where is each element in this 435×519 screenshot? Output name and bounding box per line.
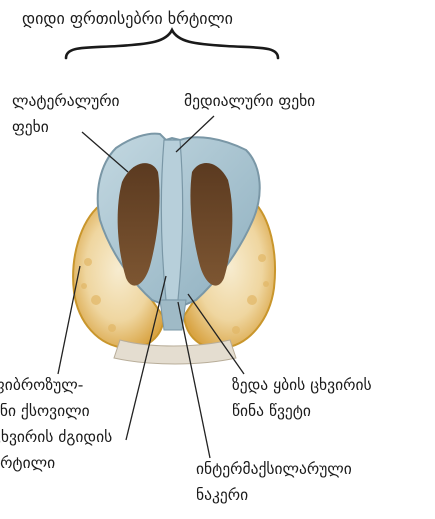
title-brace [66,30,278,58]
label-fibro-line3: ცხვირის ძგიდის [0,424,112,450]
label-lateral-crus: ლატერალური ფეხი [12,88,120,140]
label-fibro-line4: ხრტილი [0,450,112,476]
label-fibro-line2: ანი ქსოვილი [0,398,112,424]
label-inter-line1: ინტერმაქსილარული [196,456,352,482]
label-medial-crus: მედიალური ფეხი [184,88,315,114]
label-lateral-crus-line1: ლატერალური [12,88,120,114]
label-inter-line2: ნაკერი [196,482,352,508]
columella [161,140,183,300]
leader-fibro [58,266,80,374]
anterior-nasal-spine [114,340,236,364]
label-major-alar-cartilage: დიდი ფრთისებრი ხრტილი [22,6,233,32]
label-intermaxillary-suture: ინტერმაქსილარული ნაკერი [196,456,352,508]
septal-cartilage [160,300,186,330]
label-anterior-nasal-spine: ზედა ყბის ცხვირის წინა წვეტი [232,372,372,424]
label-fibro-line1: ფიბროზულ- [0,372,112,398]
label-lateral-crus-line2: ფეხი [12,114,120,140]
label-upper-line2: წინა წვეტი [232,398,372,424]
label-fibrofatty-tissue: ფიბროზულ- ანი ქსოვილი ცხვირის ძგიდის ხრტ… [0,372,112,476]
label-upper-line1: ზედა ყბის ცხვირის [232,372,372,398]
